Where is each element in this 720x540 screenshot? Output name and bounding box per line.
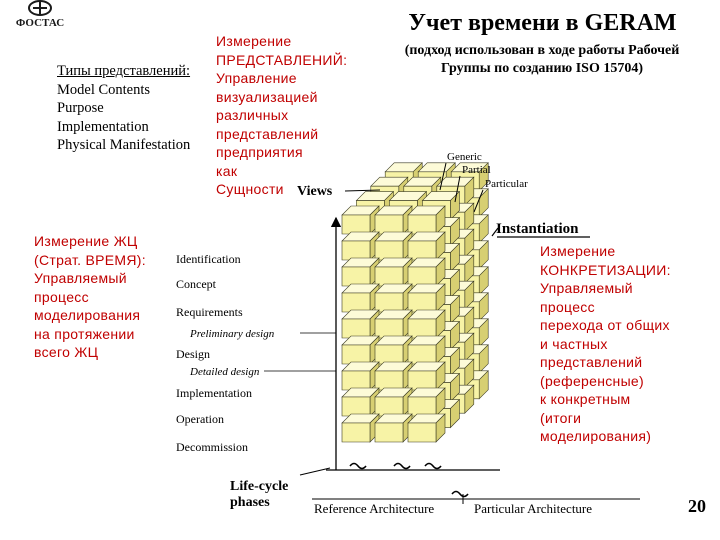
instantiation-label: Instantiation	[496, 221, 579, 237]
instantiation-level-partial: Partial	[462, 164, 491, 176]
cube-block	[407, 387, 446, 417]
phase-label: Concept	[176, 277, 217, 291]
instantiation-level-particular: Particular	[485, 178, 528, 190]
cube-block	[374, 387, 413, 417]
logo-text: ФОСТАС	[16, 17, 64, 29]
cube-block	[341, 283, 380, 313]
page-title: Учет времени в GERAM	[408, 10, 677, 36]
cube-block	[341, 361, 380, 391]
cube-block	[407, 231, 446, 261]
reference-architecture-label: Reference Architecture	[314, 501, 434, 516]
cube-block	[341, 231, 380, 261]
cube-block	[341, 413, 380, 443]
cube-block	[341, 257, 380, 287]
cube-blocks	[341, 162, 489, 443]
instantiation-level-generic: Generic	[447, 151, 482, 163]
lifecycle-phases-label-1: Life-cycle	[230, 479, 288, 494]
fostas-logo: ФОСТАС	[2, 0, 78, 30]
particular-architecture-label: Particular Architecture	[474, 501, 592, 516]
cube-block	[407, 283, 446, 313]
cube-block	[374, 335, 413, 365]
cube-block	[407, 361, 446, 391]
phase-label: Decommission	[176, 440, 248, 454]
cube-block	[407, 257, 446, 287]
cube-block	[374, 361, 413, 391]
page-subtitle: (подход использован в ходе работы Рабоче…	[404, 43, 680, 76]
view-type-item: Implementation	[57, 118, 149, 135]
view-type-item: Purpose	[57, 100, 104, 117]
lifecycle-dimension-text: Измерение ЖЦ (Страт. ВРЕМЯ): Управляемый…	[34, 233, 146, 360]
view-types-list: Типы представлений: Model Contents Purpo…	[57, 62, 190, 155]
cube-block	[407, 413, 446, 443]
cube-block	[374, 413, 413, 443]
cube-block	[374, 205, 413, 235]
cube-block	[341, 335, 380, 365]
cube-block	[341, 309, 380, 339]
view-types-heading: Типы представлений:	[57, 63, 191, 79]
views-dimension-text: Измерение ПРЕДСТАВЛЕНИЙ: Управление визу…	[216, 33, 348, 197]
view-type-item: Physical Manifestation	[57, 137, 191, 154]
phase-label: Detailed design	[189, 366, 260, 378]
cube-block	[341, 205, 380, 235]
cube-block	[374, 231, 413, 261]
phase-label: Implementation	[176, 386, 252, 400]
cube-block	[407, 309, 446, 339]
cube-block	[374, 283, 413, 313]
cube-block	[374, 309, 413, 339]
cube-block	[341, 387, 380, 417]
phase-label: Preliminary design	[189, 328, 275, 340]
instantiation-dimension-text: Измерение КОНКРЕТИЗАЦИИ: Управляемый про…	[540, 243, 671, 444]
phase-label: Requirements	[176, 305, 243, 319]
phase-label: Operation	[176, 412, 224, 426]
cube-block	[374, 257, 413, 287]
page-number: 20	[688, 496, 706, 516]
phase-label: Identification	[176, 252, 241, 266]
views-label: Views	[297, 184, 333, 199]
cube-block	[407, 205, 446, 235]
phase-label: Design	[176, 347, 210, 361]
view-type-item: Model Contents	[57, 81, 151, 98]
cube-block	[407, 335, 446, 365]
lifecycle-phases-label-2: phases	[230, 495, 270, 510]
